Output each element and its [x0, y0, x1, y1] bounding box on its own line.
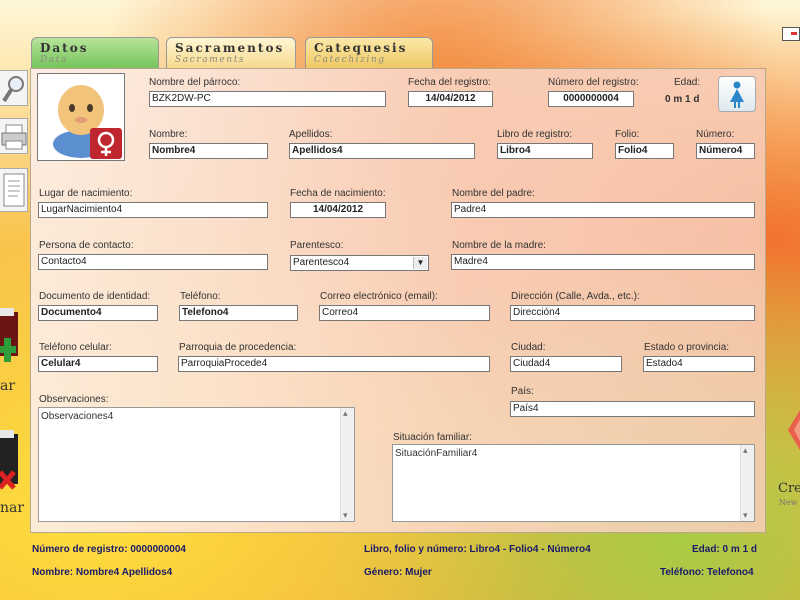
numero-registro-label: Número del registro: — [548, 77, 639, 88]
parentesco-value: Parentesco4 — [293, 257, 350, 268]
parroco-field[interactable]: BZK2DW-PC — [149, 91, 386, 107]
delete-book-icon[interactable] — [0, 424, 22, 496]
contacto-field[interactable]: Contacto4 — [38, 254, 268, 270]
chevron-down-icon[interactable]: ▼ — [413, 257, 427, 269]
add-label[interactable]: ar — [0, 378, 16, 394]
celular-label: Teléfono celular: — [39, 342, 112, 353]
numero-label: Número: — [696, 129, 735, 140]
telefono-label: Teléfono: — [180, 291, 221, 302]
correo-label: Correo electrónico (email): — [320, 291, 438, 302]
parentesco-label: Parentesco: — [290, 240, 344, 251]
create-arrow-icon[interactable] — [784, 400, 800, 460]
estado-label: Estado o provincia: — [644, 342, 730, 353]
madre-label: Nombre de la madre: — [452, 240, 546, 251]
ciudad-label: Ciudad: — [511, 342, 546, 353]
search-button[interactable] — [0, 70, 28, 106]
situacion-value: SituaciónFamiliar4 — [395, 448, 478, 459]
nombre-label: Nombre: — [149, 129, 188, 140]
estado-field[interactable]: Estado4 — [643, 356, 755, 372]
status-edad: Edad: 0 m 1 d — [692, 544, 758, 555]
add-book-icon[interactable] — [0, 302, 22, 374]
tab-sublabel: Sacraments — [175, 55, 246, 65]
observaciones-value: Observaciones4 — [41, 411, 114, 422]
fecha-registro-label: Fecha del registro: — [408, 77, 491, 88]
parroquia-field[interactable]: ParroquiaProcede4 — [178, 356, 490, 372]
create-label[interactable]: Cre — [778, 481, 800, 496]
tab-sacramentos[interactable]: Sacramentos Sacraments — [166, 37, 296, 68]
status-genero: Género: Mujer — [364, 567, 432, 578]
tab-sublabel: Catechizing — [314, 55, 386, 65]
celular-field[interactable]: Celular4 — [38, 356, 158, 372]
parroquia-label: Parroquia de procedencia: — [179, 342, 297, 353]
fecha-registro-field[interactable]: 14/04/2012 — [408, 91, 493, 107]
status-libro-folio: Libro, folio y número: Libro4 - Folio4 -… — [364, 544, 591, 555]
female-figure-icon — [730, 81, 744, 108]
gender-button[interactable] — [718, 76, 756, 112]
correo-field[interactable]: Correo4 — [319, 305, 490, 321]
libro-field[interactable]: Libro4 — [497, 143, 593, 159]
folio-field[interactable]: Folio4 — [615, 143, 674, 159]
observaciones-label: Observaciones: — [39, 394, 109, 405]
folio-label: Folio: — [615, 129, 640, 140]
tab-label: Datos — [40, 41, 89, 55]
tab-label: Sacramentos — [175, 41, 285, 55]
edad-value: 0 m 1 d — [665, 94, 700, 105]
numero-registro-field[interactable]: 0000000004 — [548, 91, 634, 107]
baby-avatar-icon — [53, 85, 122, 159]
parentesco-select[interactable]: Parentesco4 ▼ — [290, 255, 429, 271]
documento-label: Documento de identidad: — [39, 291, 151, 302]
fecha-nacimiento-field[interactable]: 14/04/2012 — [290, 202, 386, 218]
libro-label: Libro de registro: — [497, 129, 573, 140]
nombre-field[interactable]: Nombre4 — [149, 143, 268, 159]
fecha-nacimiento-label: Fecha de nacimiento: — [290, 188, 386, 199]
tab-datos[interactable]: Datos Data — [31, 37, 159, 68]
document-icon — [3, 173, 25, 207]
tab-sublabel: Data — [40, 55, 68, 65]
situacion-textarea[interactable]: SituaciónFamiliar4 — [392, 444, 755, 522]
report-button[interactable] — [0, 168, 28, 212]
madre-field[interactable]: Madre4 — [451, 254, 755, 270]
parroco-label: Nombre del párroco: — [149, 77, 241, 88]
photo-frame[interactable] — [37, 73, 125, 161]
ciudad-field[interactable]: Ciudad4 — [510, 356, 622, 372]
pais-field[interactable]: País4 — [510, 401, 755, 417]
lugar-nacimiento-label: Lugar de nacimiento: — [39, 188, 133, 199]
scrollbar[interactable] — [740, 445, 754, 521]
pais-label: País: — [511, 386, 534, 397]
telefono-field[interactable]: Telefono4 — [179, 305, 298, 321]
print-button[interactable] — [0, 118, 28, 154]
delete-label[interactable]: nar — [0, 500, 25, 516]
status-numero-registro: Número de registro: 0000000004 — [32, 544, 186, 555]
apellidos-label: Apellidos: — [289, 129, 333, 140]
documento-field[interactable]: Documento4 — [38, 305, 158, 321]
scrollbar[interactable] — [340, 408, 354, 521]
contacto-label: Persona de contacto: — [39, 240, 134, 251]
status-telefono: Teléfono: Telefono4 — [660, 567, 754, 578]
tab-catequesis[interactable]: Catequesis Catechizing — [305, 37, 433, 68]
lugar-nacimiento-field[interactable]: LugarNacimiento4 — [38, 202, 268, 218]
status-nombre: Nombre: Nombre4 Apellidos4 — [32, 567, 173, 578]
padre-label: Nombre del padre: — [452, 188, 535, 199]
numero-field[interactable]: Número4 — [696, 143, 755, 159]
edad-label: Edad: — [674, 77, 701, 88]
close-window-icon[interactable] — [782, 27, 800, 41]
magnifier-icon — [2, 76, 24, 103]
direccion-label: Dirección (Calle, Avda., etc.): — [511, 291, 640, 302]
tab-label: Catequesis — [314, 41, 408, 55]
padre-field[interactable]: Padre4 — [451, 202, 755, 218]
apellidos-field[interactable]: Apellidos4 — [289, 143, 475, 159]
direccion-field[interactable]: Dirección4 — [510, 305, 755, 321]
observaciones-textarea[interactable]: Observaciones4 — [38, 407, 355, 522]
situacion-label: Situación familiar: — [393, 432, 472, 443]
printer-icon — [1, 124, 27, 150]
create-sublabel: New — [779, 498, 798, 507]
